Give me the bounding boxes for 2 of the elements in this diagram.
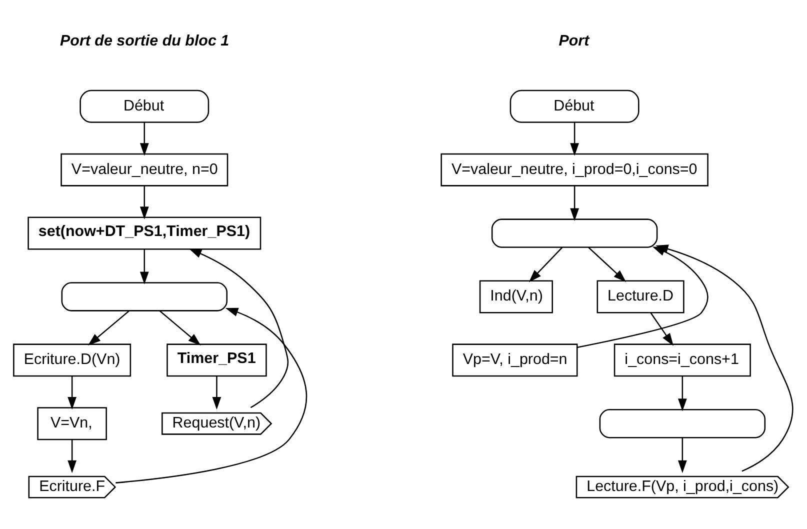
label: Port — [558, 32, 590, 50]
label: Port de sortie du bloc 1 — [60, 32, 230, 50]
